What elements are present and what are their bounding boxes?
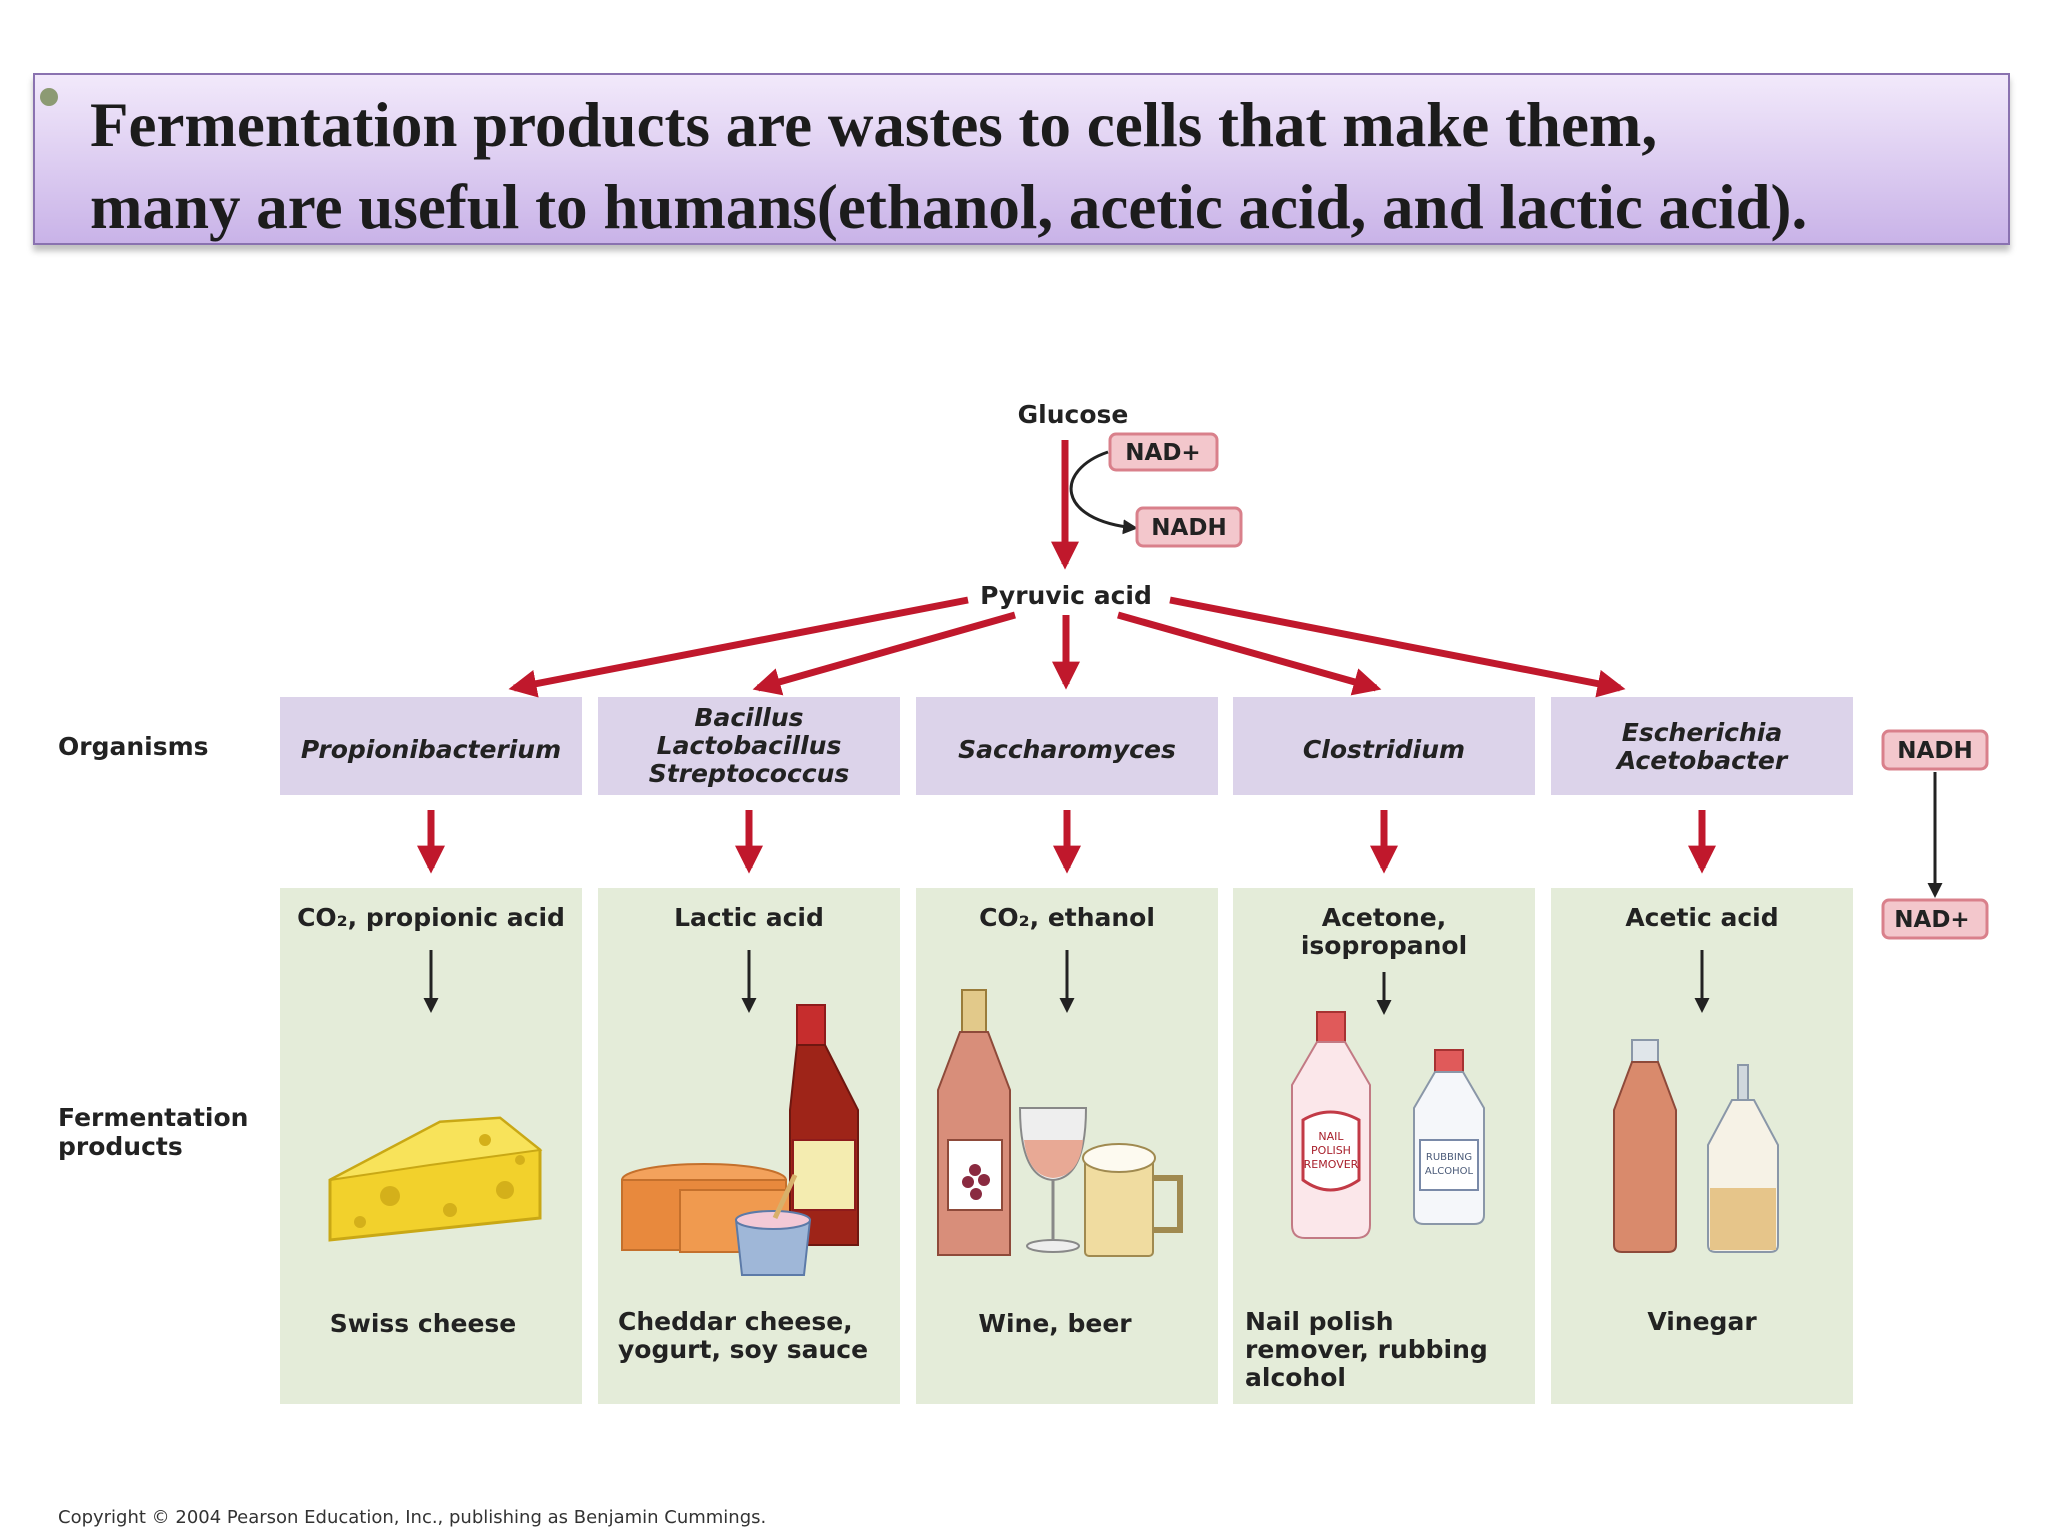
organisms-label: Organisms xyxy=(58,732,209,761)
product-4-line-3: alcohol xyxy=(1245,1363,1346,1392)
vinegar-image xyxy=(1613,1039,1779,1253)
nad-cycle-arrow xyxy=(1069,450,1138,535)
nail-polish-bottle-text-1: NAIL xyxy=(1318,1130,1344,1143)
organism-4-line-1: Clostridium xyxy=(1303,735,1465,764)
nad-plus-label: NAD+ xyxy=(1125,440,1200,466)
organism-box-4 xyxy=(1233,697,1535,795)
branch-arrow-5 xyxy=(1169,596,1626,698)
branch-arrows xyxy=(508,596,1626,698)
organism-2-line-3: Streptococcus xyxy=(649,759,850,788)
product-3-label: Wine, beer xyxy=(978,1309,1132,1338)
organism-5-line-1: Escherichia xyxy=(1622,718,1783,747)
branch-arrow-1 xyxy=(508,596,969,698)
copyright-text: Copyright © 2004 Pearson Education, Inc.… xyxy=(58,1507,766,1528)
slide-headline: Fermentation products are wastes to cell… xyxy=(90,84,1990,248)
headline-line-2: many are useful to humans(ethanol, aceti… xyxy=(90,172,1808,242)
acid-4-line-2: isopropanol xyxy=(1301,931,1467,960)
acid-4-line-1: Acetone, xyxy=(1322,903,1447,932)
organism-2-line-1: Bacillus xyxy=(694,703,803,732)
organism-5-line-2: Acetobacter xyxy=(1615,746,1789,775)
nail-polish-bottle-text-3: REMOVER xyxy=(1304,1158,1359,1171)
side-nad-plus-label: NAD+ xyxy=(1894,907,1969,933)
branch-arrow-4 xyxy=(1117,611,1382,696)
glucose-label: Glucose xyxy=(1018,400,1129,429)
nad-plus-pill xyxy=(1108,432,1219,472)
cheddar-yogurt-sauce-image xyxy=(621,1004,859,1276)
product-1-label: Swiss cheese xyxy=(330,1309,517,1338)
acid-2-label: Lactic acid xyxy=(674,903,824,932)
title-banner xyxy=(33,73,2010,245)
pyruvic-acid-label: Pyruvic acid xyxy=(980,581,1152,610)
product-4-line-2: remover, rubbing xyxy=(1245,1335,1488,1364)
bullet-dot xyxy=(40,88,58,106)
product-2-line-2: yogurt, soy sauce xyxy=(618,1335,868,1364)
branch-arrow-2 xyxy=(752,611,1016,696)
rubbing-alcohol-bottle-text-2: ALCOHOL xyxy=(1425,1166,1474,1177)
rubbing-alcohol-bottle-text-1: RUBBING xyxy=(1426,1152,1472,1163)
side-nad-plus-pill xyxy=(1881,898,1989,940)
product-2-line-1: Cheddar cheese, xyxy=(618,1307,853,1336)
acid-1-label: CO₂, propionic acid xyxy=(297,903,565,932)
acid-to-product-arrows xyxy=(423,950,1710,1015)
nail-polish-rubbing-alcohol-image: NAIL POLISH REMOVER RUBBING ALCOHOL xyxy=(1291,1011,1485,1239)
nail-polish-bottle-text-2: POLISH xyxy=(1311,1144,1351,1157)
product-4-line-1: Nail polish xyxy=(1245,1307,1394,1336)
acid-5-label: Acetic acid xyxy=(1625,903,1778,932)
organism-box-3 xyxy=(916,697,1218,795)
organism-box-5 xyxy=(1551,697,1853,795)
products-label-line-2: products xyxy=(58,1132,183,1161)
organism-1-line-1: Propionibacterium xyxy=(301,735,561,764)
nadh-label: NADH xyxy=(1151,515,1226,541)
product-5-label: Vinegar xyxy=(1647,1307,1757,1336)
headline-line-1: Fermentation products are wastes to cell… xyxy=(90,90,1658,160)
side-nadh-pill xyxy=(1881,729,1989,771)
organism-3-line-1: Saccharomyces xyxy=(958,735,1176,764)
swiss-cheese-image xyxy=(328,1116,543,1242)
nadh-pill xyxy=(1135,506,1243,548)
organism-to-acid-arrows xyxy=(417,810,1716,874)
organism-box-2 xyxy=(598,697,900,795)
products-label-line-1: Fermentation xyxy=(58,1103,248,1132)
organism-box-1 xyxy=(280,697,582,795)
organism-2-line-2: Lactobacillus xyxy=(657,731,842,760)
organism-boxes xyxy=(280,697,1853,795)
wine-beer-image xyxy=(937,989,1183,1257)
acid-3-label: CO₂, ethanol xyxy=(979,903,1155,932)
side-nadh-label: NADH xyxy=(1897,738,1972,764)
